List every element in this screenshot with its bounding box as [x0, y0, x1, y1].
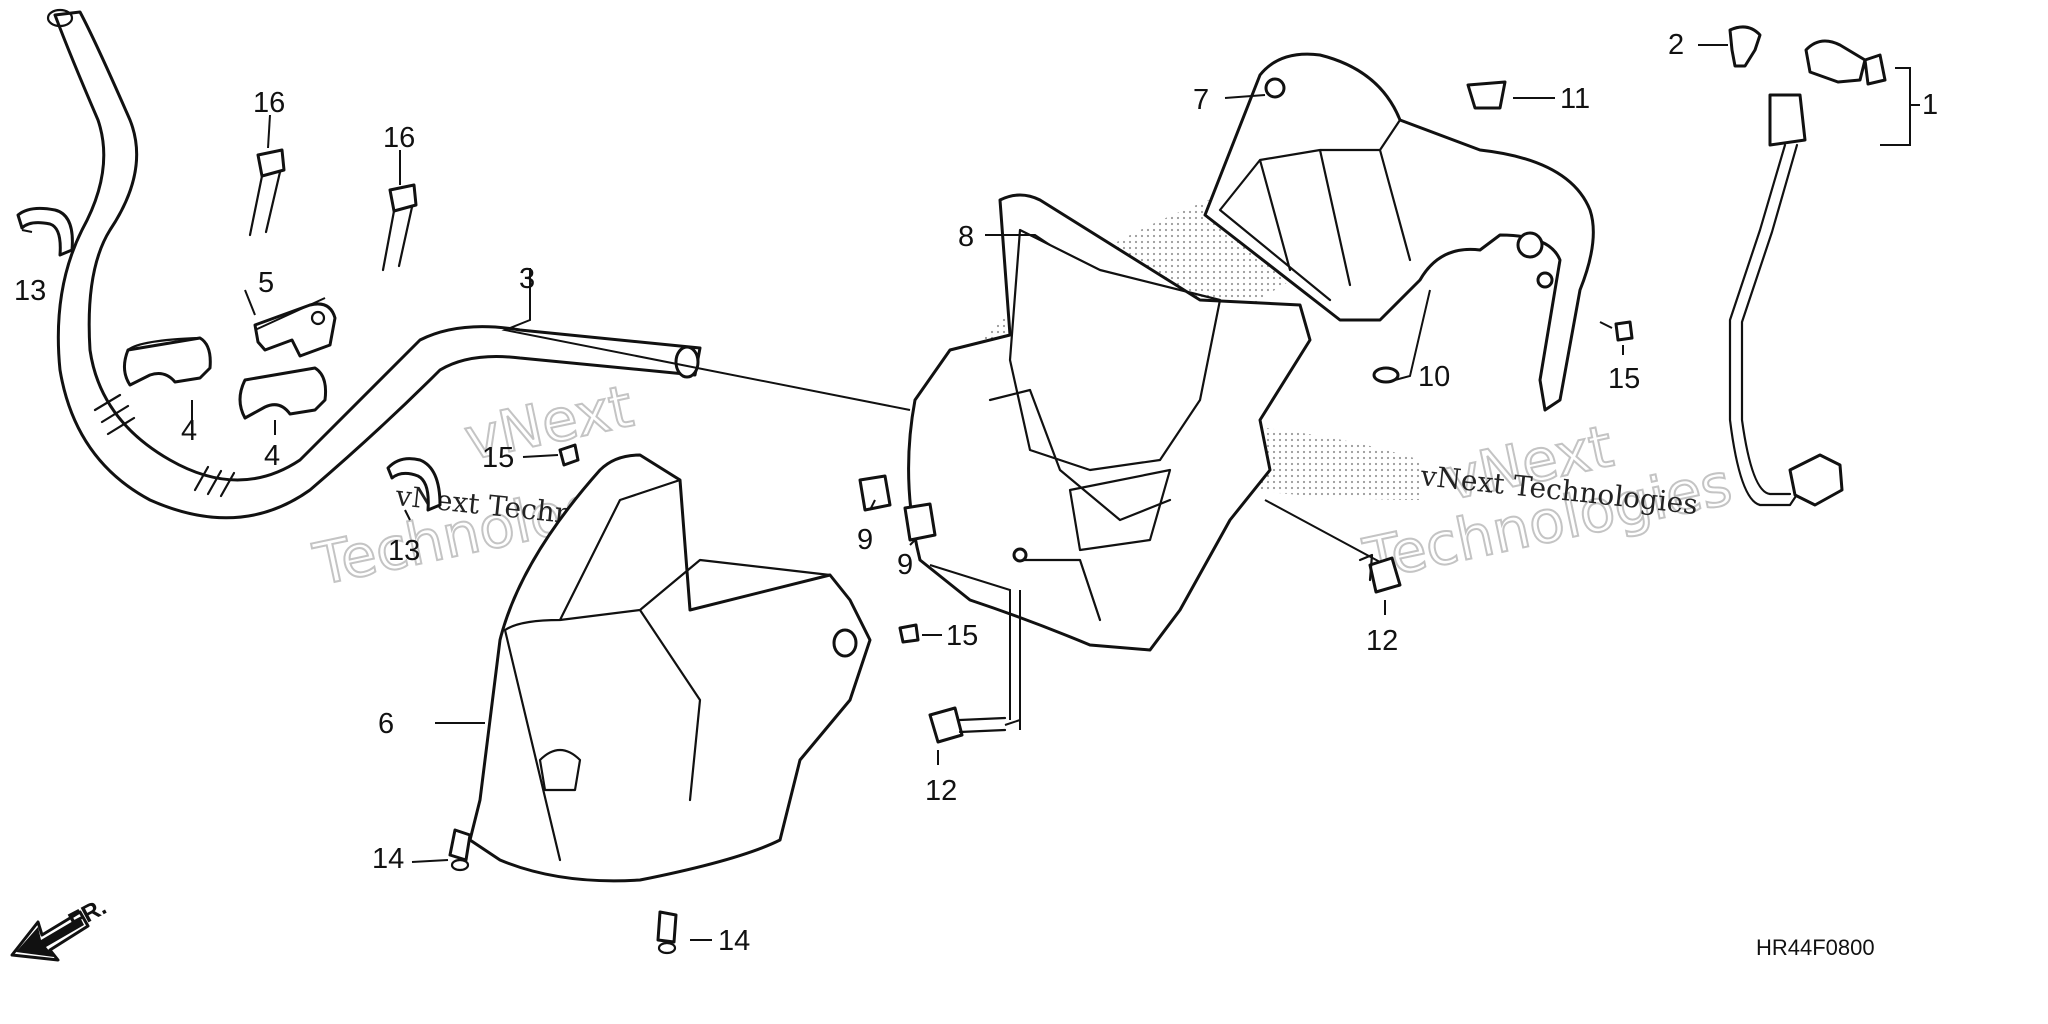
front-cover	[468, 453, 872, 883]
cable-clamp-left	[16, 206, 74, 257]
screw-15c	[1614, 320, 1634, 342]
holder-bolt-left	[248, 148, 286, 237]
handlebar-holder-left	[123, 336, 212, 387]
leader-lines	[21, 44, 1920, 941]
screw-15b	[898, 623, 920, 644]
callout-16b: 16	[383, 122, 415, 154]
callout-15a: 15	[482, 442, 514, 474]
callout-12b: 12	[1366, 625, 1398, 657]
callout-1: 1	[1922, 89, 1938, 121]
callout-15c: 15	[1608, 363, 1640, 395]
bolt-12a	[928, 706, 1007, 744]
key-2	[1728, 25, 1762, 68]
handlebar-holder-right	[238, 366, 327, 420]
bolt-12b	[1358, 553, 1402, 594]
callout-13a: 13	[14, 275, 46, 307]
callout-12a: 12	[925, 775, 957, 807]
grommet-9b	[903, 502, 937, 542]
bracket	[253, 302, 337, 358]
washer-10	[1372, 366, 1400, 384]
inner-cover	[907, 193, 1312, 652]
callout-14b: 14	[718, 925, 750, 957]
ignition-switch	[1728, 39, 1887, 507]
upper-cover	[1203, 52, 1595, 412]
callout-3: 3	[519, 263, 535, 295]
callout-14a: 14	[372, 843, 404, 875]
callout-16a: 16	[253, 87, 285, 119]
front-direction-arrow: FR.	[10, 893, 111, 962]
callout-7: 7	[1193, 84, 1209, 116]
grommet-9a	[858, 474, 892, 512]
cable-clamp-center	[386, 457, 442, 512]
callout-labels: 1 2 3 4 4 5 6 7 8 9 9 10 11 12 12 13 13 …	[14, 29, 1938, 957]
callout-15b: 15	[946, 620, 978, 652]
callout-6: 6	[378, 708, 394, 740]
handlebar	[46, 8, 702, 520]
callout-5: 5	[258, 267, 274, 299]
callout-4b: 4	[264, 440, 280, 472]
callout-2: 2	[1668, 29, 1684, 61]
diagram-code: HR44F0800	[1756, 935, 1875, 960]
callout-8: 8	[958, 221, 974, 253]
watermark-right: vNext Technologies vNext Technologies	[1357, 411, 1739, 595]
screw-14a	[448, 828, 472, 872]
callout-11: 11	[1560, 83, 1590, 115]
callout-13b: 13	[388, 535, 420, 567]
holder-bolt-right	[381, 183, 418, 272]
callout-9b: 9	[897, 549, 913, 581]
callout-9a: 9	[857, 524, 873, 556]
screw-15a	[558, 443, 580, 467]
callout-10: 10	[1418, 361, 1450, 393]
screw-14b	[656, 910, 678, 955]
clip-11	[1466, 80, 1507, 110]
callout-4a: 4	[181, 415, 197, 447]
